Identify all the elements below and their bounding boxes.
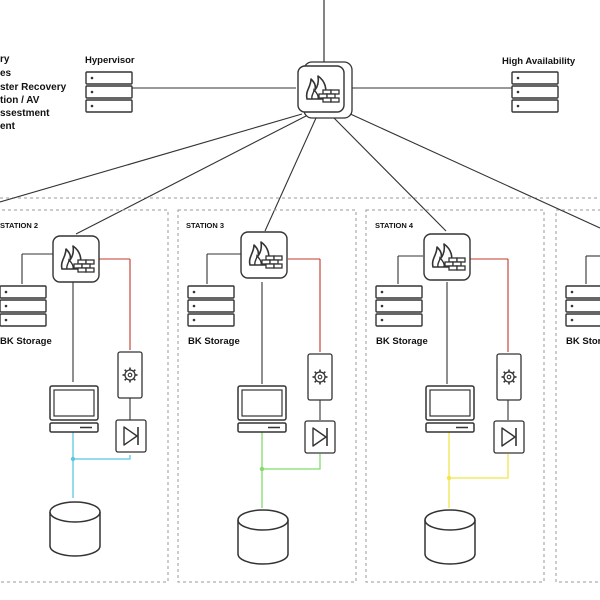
station-title: STATION 2 xyxy=(0,221,38,230)
firewall-icon xyxy=(423,233,471,281)
central-firewall xyxy=(297,61,353,119)
legend-item: tion / AV xyxy=(0,95,40,106)
data-diode-icon xyxy=(115,419,147,453)
database-icon xyxy=(424,509,476,565)
station-4: STATION 4 BK Storage xyxy=(365,209,545,583)
firewall-icon xyxy=(52,235,100,283)
settings-device-icon xyxy=(117,351,143,399)
legend-item: ry xyxy=(0,54,10,65)
hypervisor-server-icon xyxy=(85,71,133,113)
storage-server-icon xyxy=(565,285,600,327)
legend-item: ster Recovery xyxy=(0,82,67,93)
legend: ry es ster Recovery tion / AV ssestment … xyxy=(0,54,67,132)
database-icon xyxy=(49,501,101,557)
station-title: STATION 3 xyxy=(186,221,224,230)
hypervisor-node: Hypervisor xyxy=(85,55,135,113)
computer-icon xyxy=(237,385,287,433)
settings-device-icon xyxy=(496,353,522,401)
high-availability-node: High Availability xyxy=(502,56,576,113)
legend-item: ssestment xyxy=(0,108,50,119)
station-5: BK Storage xyxy=(555,209,600,583)
computer-icon xyxy=(425,385,475,433)
legend-item: ent xyxy=(0,121,16,132)
station-frame xyxy=(555,209,600,583)
high-availability-label: High Availability xyxy=(502,56,576,67)
firewall-icon xyxy=(240,231,288,279)
core-connectors xyxy=(0,87,600,235)
storage-server-icon xyxy=(187,285,235,327)
station-title: STATION 4 xyxy=(375,221,414,230)
storage-server-icon xyxy=(375,285,423,327)
database-icon xyxy=(237,509,289,565)
settings-device-icon xyxy=(307,353,333,401)
station-frame xyxy=(365,209,545,583)
station-2: STATION 2 BK Storage xyxy=(0,209,169,583)
data-diode-icon xyxy=(304,420,336,454)
storage-server-icon xyxy=(0,285,47,327)
storage-label: BK Storage xyxy=(376,336,428,347)
station-frame xyxy=(0,209,169,583)
storage-label: BK Storage xyxy=(0,336,52,347)
hypervisor-label: Hypervisor xyxy=(85,55,135,66)
central-firewall-icon xyxy=(297,65,345,113)
high-availability-server-icon xyxy=(511,71,559,113)
storage-label: BK Storage xyxy=(188,336,240,347)
station-3: STATION 3 BK Storage xyxy=(177,209,357,583)
data-diode-icon xyxy=(493,420,525,454)
storage-label: BK Storage xyxy=(566,336,600,347)
legend-item: es xyxy=(0,68,12,79)
computer-icon xyxy=(49,385,99,433)
station-frame xyxy=(177,209,357,583)
